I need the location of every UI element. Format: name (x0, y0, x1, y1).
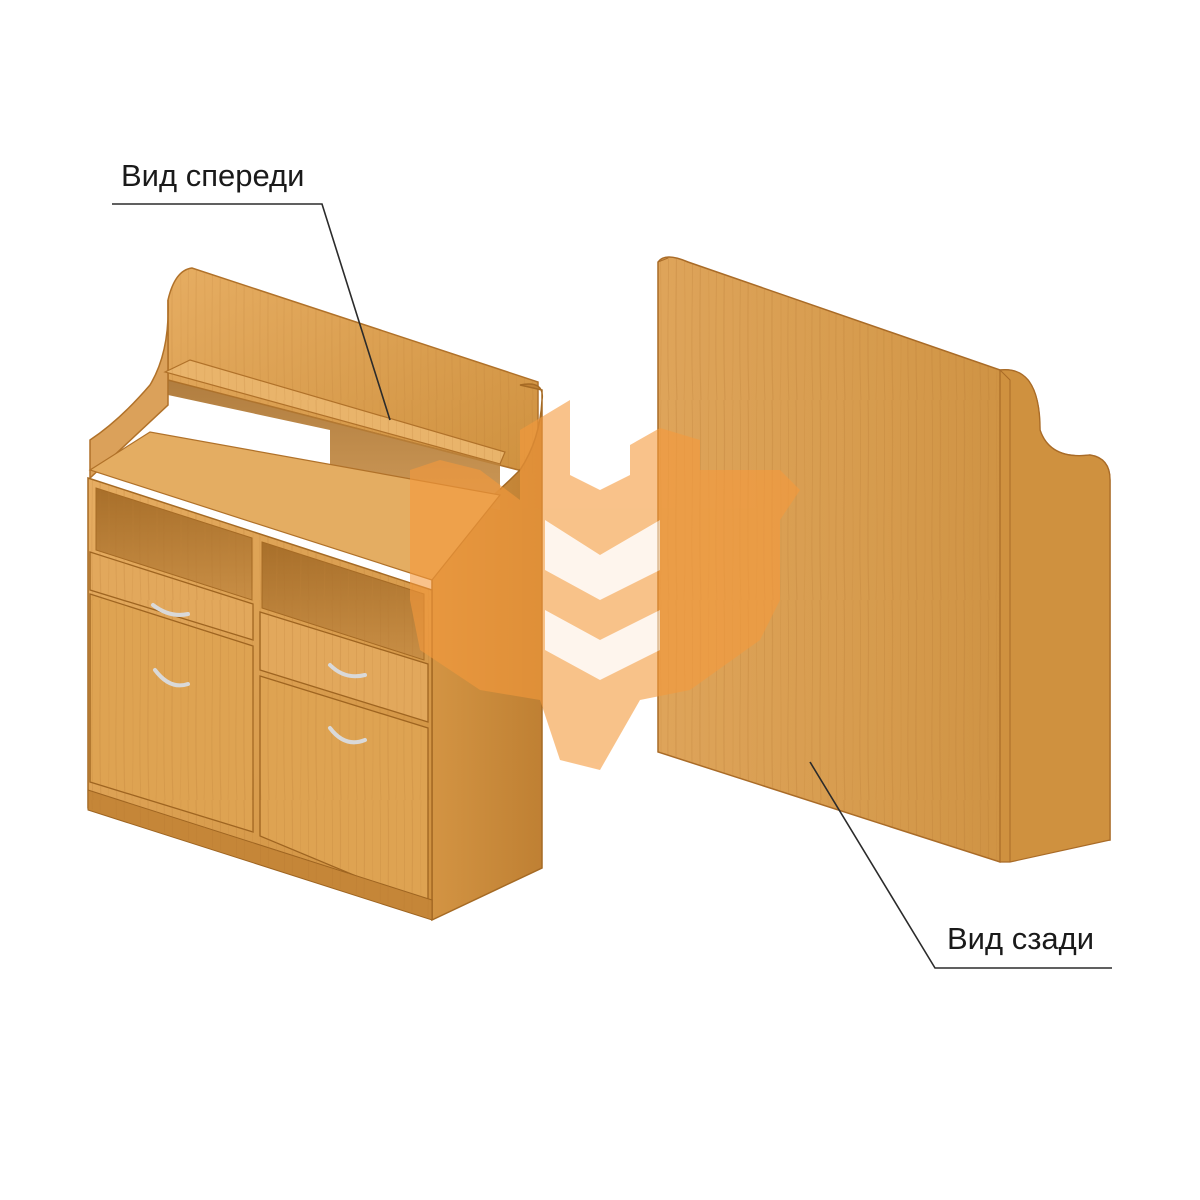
front-cabinet (87, 267, 544, 922)
rear-panel (657, 256, 1111, 863)
front-view-leader-line (112, 203, 391, 421)
back-view-leader-line (809, 761, 1112, 969)
back-view-label: Вид сзади (947, 921, 1095, 956)
rear-panel-edge (999, 369, 1111, 863)
door-left-handle[interactable] (153, 668, 190, 688)
drawer-left-handle[interactable] (151, 603, 190, 617)
front-view-label: Вид спереди (121, 158, 305, 193)
door-right-handle[interactable] (328, 726, 367, 745)
logo-watermark-icon (410, 400, 800, 770)
drawer-right-handle[interactable] (328, 663, 367, 679)
cabinet-left-side (89, 299, 169, 480)
